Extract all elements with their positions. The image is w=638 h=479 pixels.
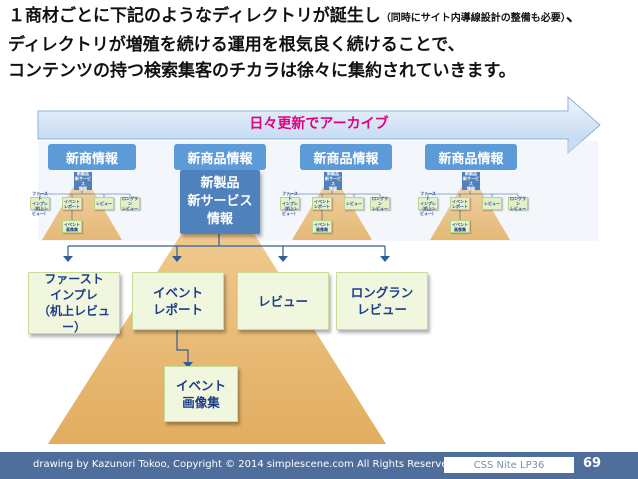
mini-1-center: 新製品 新サービス 情報: [74, 171, 92, 191]
mini-2-event-report: イベント レポート: [312, 197, 332, 210]
main-first-impression-node: ファースト インプレ （机上レビュー）: [28, 272, 120, 334]
slide-footer: drawing by Kazunori Tokoo, Copyright © 2…: [0, 452, 638, 479]
mini-3-event-report: イベント レポート: [450, 197, 470, 210]
slide-title: １商材ごとに下記のようなディレクトリが誕生し（同時にサイト内導線設計の整備も必要…: [8, 3, 633, 84]
main-event-gallery-node: イベント 画像集: [164, 366, 238, 422]
mini-1-event-gallery: イベント 画像集: [62, 220, 82, 233]
tab-new-product-1[interactable]: 新商情報: [48, 144, 136, 170]
mini-2-event-gallery: イベント 画像集: [312, 220, 332, 233]
event-name-label: CSS Nite LP36: [444, 457, 574, 473]
page-number: 69: [583, 456, 602, 471]
tab-new-product-2[interactable]: 新商品情報: [174, 144, 266, 170]
copyright-text: drawing by Kazunori Tokoo, Copyright © 2…: [33, 459, 457, 470]
tab-new-product-4[interactable]: 新商品情報: [425, 144, 517, 170]
main-center-new-product-node: 新製品 新サービス 情報: [180, 170, 260, 234]
mini-2-center: 新製品 新サービス 情報: [324, 171, 342, 191]
mini-3-center: 新製品 新サービス 情報: [462, 171, 480, 191]
main-review-node: レビュー: [237, 272, 329, 330]
title-line-2: ディレクトリが増殖を続ける運用を根気良く続けることで、: [8, 35, 465, 55]
title-line-3: コンテンツの持つ検索集客のチカラは徐々に集約されていきます。: [8, 61, 516, 81]
mini-1-long-run-review: ロングラン レビュー: [120, 196, 140, 211]
main-event-report-node: イベント レポート: [132, 272, 224, 330]
mini-3-long-run-review: ロングラン レビュー: [508, 196, 528, 211]
archive-banner-label: 日々更新でアーカイブ: [249, 116, 389, 132]
mini-2-review: レビュー: [344, 197, 364, 210]
mini-1-event-report: イベント レポート: [62, 197, 82, 210]
title-line-1: １商材ごとに下記のようなディレクトリが誕生し（同時にサイト内導線設計の整備も必要…: [8, 6, 583, 26]
main-long-run-review-node: ロングラン レビュー: [336, 272, 428, 330]
mini-3-event-gallery: イベント 画像集: [450, 220, 470, 233]
mini-3-review: レビュー: [482, 197, 502, 210]
tab-new-product-3[interactable]: 新商品情報: [300, 144, 392, 170]
mini-2-long-run-review: ロングラン レビュー: [370, 196, 390, 211]
mini-1-review: レビュー: [94, 197, 114, 210]
